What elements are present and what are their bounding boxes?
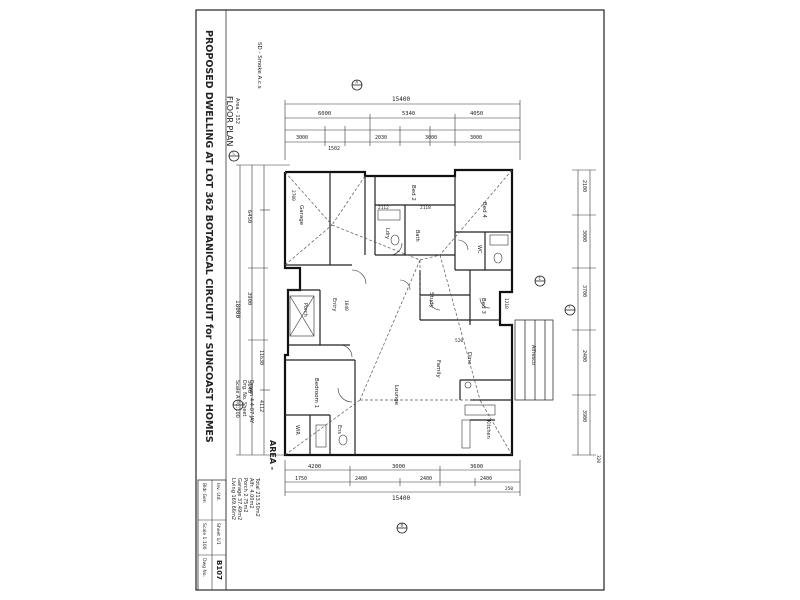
svg-text:E: E <box>539 276 542 281</box>
room-label: Bed 4 <box>481 202 487 218</box>
area-entry: Alfr. 4.00m2 <box>248 478 254 509</box>
porch-cross <box>289 295 315 337</box>
room-label: Alfresco <box>530 345 536 365</box>
dimension-label: 18000 <box>234 300 241 318</box>
dimension-label: 2400 <box>420 476 432 482</box>
room-label: WC <box>476 245 482 254</box>
dimension-label: 4050 <box>470 111 483 117</box>
room-label: Bed 3 <box>480 298 486 314</box>
room-label: Study <box>428 292 434 309</box>
room-label: WIR <box>294 425 300 435</box>
dimension-label: 2118 <box>420 205 431 211</box>
svg-text:B: B <box>401 523 404 528</box>
info-label: Inv. Ltd. <box>215 483 221 501</box>
dimension-label: 2400 <box>480 476 492 482</box>
dimension-label: 15400 <box>392 495 410 502</box>
room-label: Ldry <box>384 228 390 239</box>
info-label: Scale 1:100 <box>201 523 207 550</box>
alfresco-posts <box>514 319 554 401</box>
section-marker: B <box>396 523 408 534</box>
scale-note: Drawn 4-4-07 JAY <box>248 380 254 424</box>
dimension-label: 4200 <box>308 464 321 470</box>
dimension-label: 6000 <box>318 111 331 117</box>
section-marker: F <box>564 305 576 316</box>
dimension-label: 3000 <box>581 230 587 242</box>
section-marker: E <box>534 276 546 287</box>
plan-title: PROPOSED DWELLING AT LOT 362 BOTANICAL C… <box>203 30 214 443</box>
info-label: Bldr Gen <box>201 483 207 503</box>
room-label: Bed 2 <box>410 185 416 201</box>
dimension-label: 520 <box>455 338 463 344</box>
info-label: Sheet 1/1 <box>215 523 221 545</box>
drawing-number: B107 <box>215 560 223 580</box>
area-entry: Total 213.50m2 <box>254 477 260 517</box>
dimension-label: 2700 <box>290 190 296 201</box>
room-label: Garage <box>298 205 304 226</box>
room-label: Porch <box>302 303 308 317</box>
svg-text:D: D <box>237 400 240 405</box>
area-entry: Living 169.66m2 <box>230 478 236 520</box>
room-label: Lounge <box>393 385 399 406</box>
dimension-label: 15400 <box>392 96 410 103</box>
dimension-label: 250 <box>505 486 513 492</box>
dimension-label: 11630 <box>258 350 264 365</box>
svg-text:C: C <box>233 151 236 156</box>
scale-note: Scale A - 1:100 <box>234 380 240 418</box>
area-line: Area - 152 <box>234 98 240 124</box>
info-label: Dwg No. <box>201 558 207 577</box>
dimension-label: 3900 <box>246 292 252 305</box>
dimension-label: 1040 <box>343 300 349 311</box>
left-dimensions <box>236 164 290 456</box>
dimension-label: 4112 <box>258 400 264 412</box>
dimension-label: 1502 <box>328 146 340 152</box>
room-label: Ens <box>336 425 342 434</box>
dimension-label: 3600 <box>470 464 483 470</box>
area-entry: Garage 37.49m2 <box>236 478 242 520</box>
fixtures <box>315 209 509 449</box>
dimension-label: 3000 <box>392 464 405 470</box>
room-label: Entry <box>331 298 337 311</box>
dimension-label: 1210 <box>503 298 509 309</box>
dimension-label: 3900 <box>581 410 587 422</box>
title-block: PROPOSED DWELLING AT LOT 362 BOTANICAL C… <box>197 30 277 591</box>
dimension-label: 3000 <box>470 135 482 141</box>
svg-text:A: A <box>356 80 359 85</box>
room-label: Family <box>435 360 441 378</box>
room-label: Kitchen <box>485 420 491 439</box>
dimension-label: 6450 <box>246 210 252 223</box>
section-marker: D <box>232 400 244 411</box>
dimension-label: 320 <box>595 455 601 463</box>
interior-walls <box>285 172 512 455</box>
section-marker: C <box>228 151 240 162</box>
dimension-label: 2112 <box>378 205 389 211</box>
dimension-label: 3700 <box>581 285 587 297</box>
svg-text:F: F <box>569 305 572 310</box>
dimension-label: 5340 <box>402 111 415 117</box>
dimension-label: 2400 <box>581 350 587 362</box>
dimension-label: 2030 <box>375 135 387 141</box>
dimension-label: 3000 <box>425 135 437 141</box>
smoke-note: SD - Smoke A.c.s <box>256 42 262 89</box>
right-dimensions <box>572 169 596 456</box>
dimension-label: 2400 <box>355 476 367 482</box>
scale-note: Drg. No. Sheet <box>241 380 247 417</box>
dimension-label: 5640 <box>246 380 252 393</box>
dimension-label: 3000 <box>296 135 308 141</box>
top-dimensions <box>284 100 521 160</box>
section-marker: A <box>351 80 363 91</box>
dimension-label: 1750 <box>295 476 307 482</box>
floor-plan-heading: FLOOR PLAN <box>225 96 234 146</box>
building-outline <box>283 168 514 457</box>
room-label: Dine <box>466 352 472 365</box>
door-swings <box>337 239 491 403</box>
roof-ridge-lines <box>284 169 513 456</box>
room-label: Bedroom 1 <box>313 378 319 408</box>
area-entry: Porch 2.75m2 <box>242 478 248 513</box>
bottom-dimensions <box>284 460 521 496</box>
sheet-border <box>195 9 605 591</box>
dimension-label: 2100 <box>581 180 587 192</box>
room-label: Bath <box>414 230 420 242</box>
